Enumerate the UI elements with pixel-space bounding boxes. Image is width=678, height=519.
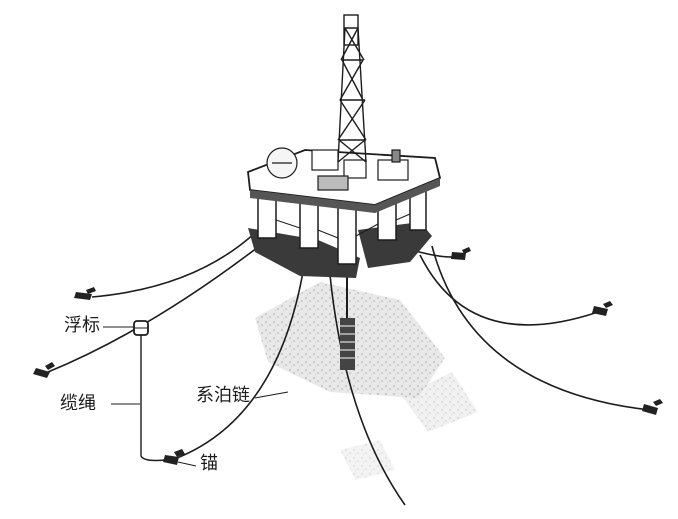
anchor-icon [451,247,471,260]
buoy-assembly [133,320,166,462]
anchor-icon [642,399,663,415]
pontoon-left [248,228,360,278]
platform-hull [248,222,432,278]
buoy-cable [140,334,166,462]
pontoon-right [358,222,432,268]
anchor-icon [33,362,55,378]
mooring-chain-lower-left [171,259,306,461]
riser [340,275,355,370]
anchor-icon [163,449,185,465]
label-cable: 缆绳 [60,393,96,414]
derrick [337,14,367,163]
label-mooring-chain: 系泊链 [196,385,250,406]
label-leaders [103,326,289,467]
mooring-chain-left [47,243,263,373]
anchor-icon [592,301,613,316]
mooring-chain-center [329,274,406,506]
label-buoy: 浮标 [64,315,100,336]
anchors [33,247,663,465]
seabed-patch [255,282,478,480]
anchor-icon [74,287,96,300]
platform-deck [247,147,442,213]
mooring-chains [47,231,651,506]
label-anchor: 锚 [200,453,218,474]
blowout-preventer [340,318,355,370]
mooring-chain-far-left [91,231,257,298]
mooring-chain-right [419,254,599,326]
mooring-chain-far-right [431,245,651,411]
deck-equipment [266,147,409,191]
